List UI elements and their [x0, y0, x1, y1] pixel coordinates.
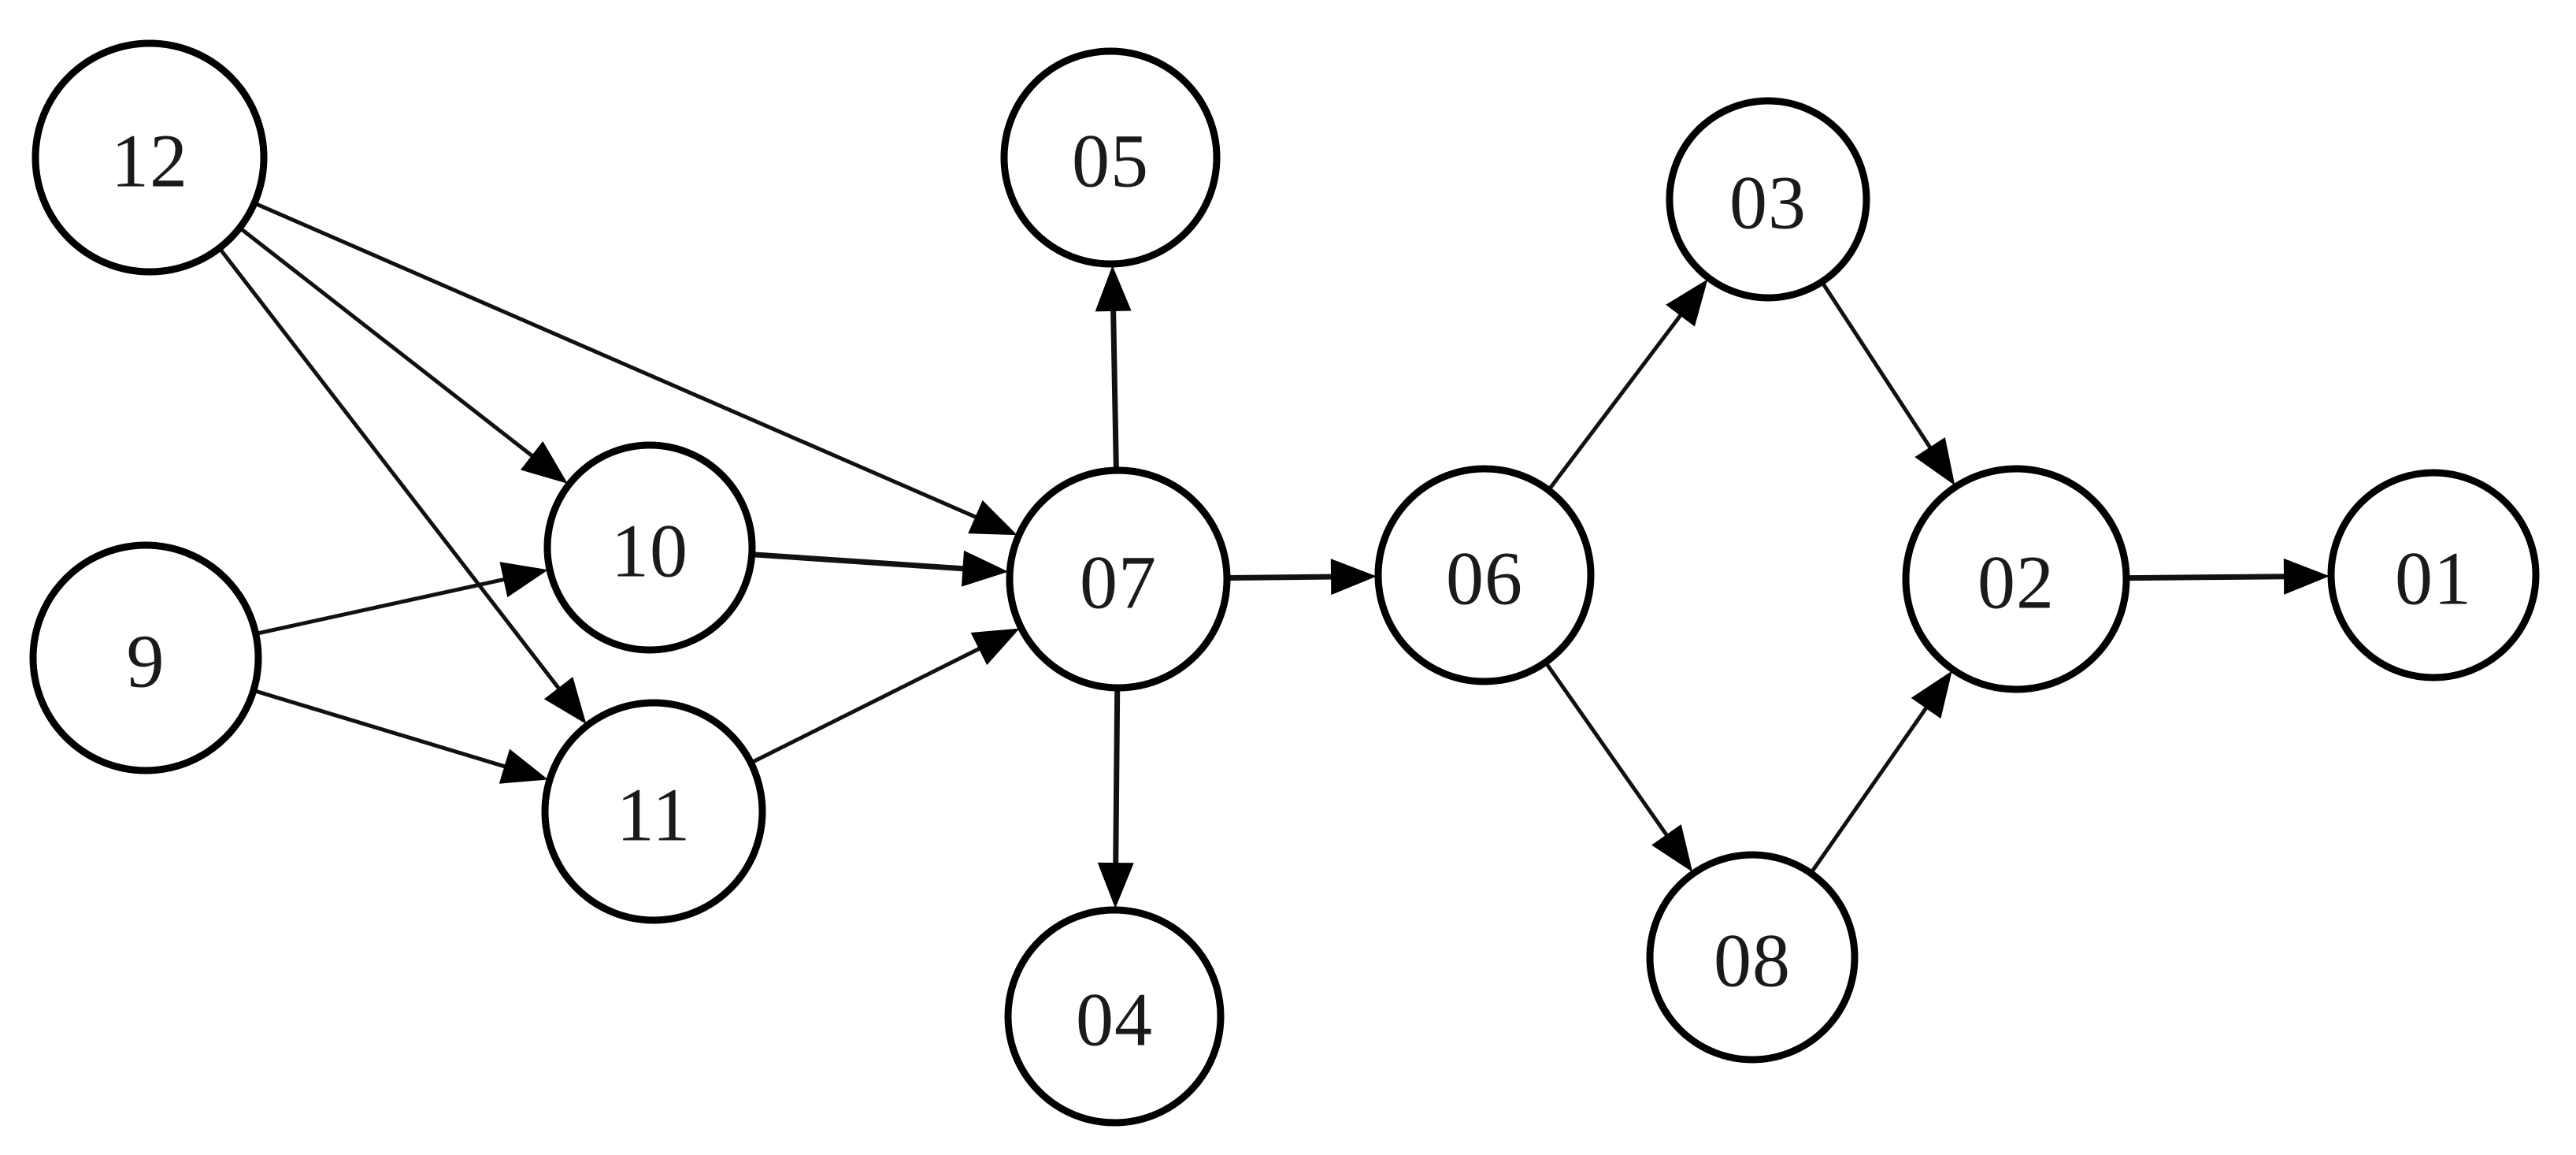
edge-line [256, 202, 980, 521]
node-10[interactable]: 10 [543, 441, 756, 654]
edge-07-to-04 [1097, 690, 1134, 909]
edge-line [1548, 310, 1685, 489]
arrow-head-icon [968, 500, 1017, 536]
node-05[interactable]: 05 [1000, 47, 1221, 268]
edge-line [2129, 574, 2289, 581]
arrow-head-icon [961, 550, 1009, 587]
arrow-head-icon [1095, 265, 1132, 312]
arrow-head-icon [970, 628, 1020, 666]
edge-02-to-01 [2129, 558, 2330, 595]
node-07[interactable]: 07 [1006, 466, 1231, 692]
edge-line [255, 689, 510, 770]
node-circle[interactable] [1004, 906, 1225, 1127]
arrow-head-icon [1330, 559, 1377, 596]
arrow-head-icon [499, 748, 548, 784]
node-12[interactable]: 12 [32, 39, 268, 276]
edge-10-to-07 [754, 550, 1009, 587]
edge-line [1811, 703, 1931, 872]
edge-09-to-11 [255, 689, 548, 784]
edge-06-to-03 [1548, 279, 1708, 489]
node-label: 08 [1714, 919, 1791, 1003]
node-label: 07 [1080, 540, 1157, 625]
edges-layer [220, 202, 2330, 909]
arrow-head-icon [2283, 558, 2330, 595]
node-circle[interactable] [543, 441, 756, 654]
arrow-head-icon [543, 677, 587, 725]
edge-12-to-10 [240, 228, 568, 484]
node-label: 01 [2395, 537, 2472, 621]
node-label: 12 [111, 119, 188, 203]
arrow-head-icon [1914, 436, 1955, 486]
node-01[interactable]: 01 [2327, 469, 2540, 681]
edge-line [240, 228, 537, 460]
edge-line [1545, 663, 1671, 840]
node-09[interactable]: 9 [29, 541, 262, 774]
node-label: 04 [1076, 978, 1153, 1062]
node-08[interactable]: 08 [1646, 851, 1859, 1064]
node-circle[interactable] [1000, 47, 1221, 268]
edge-12-to-07 [256, 202, 1017, 536]
node-circle[interactable] [1374, 465, 1595, 685]
arrow-head-icon [499, 562, 549, 598]
node-04[interactable]: 04 [1004, 906, 1225, 1127]
node-06[interactable]: 06 [1374, 465, 1595, 685]
node-label: 10 [611, 509, 688, 593]
edge-line [1113, 690, 1121, 868]
node-label: 11 [617, 773, 691, 857]
node-circle[interactable] [541, 699, 766, 924]
arrow-head-icon [1911, 670, 1952, 719]
edge-line [1229, 574, 1336, 581]
node-label: 03 [1729, 161, 1807, 245]
edge-line [258, 576, 509, 636]
arrow-head-icon [1097, 862, 1134, 909]
arrow-head-icon [1666, 279, 1708, 327]
node-circle[interactable] [1666, 97, 1870, 302]
node-label: 9 [127, 619, 165, 704]
node-03[interactable]: 03 [1666, 97, 1870, 302]
edge-08-to-02 [1811, 670, 1952, 872]
edge-07-to-06 [1229, 559, 1377, 596]
edge-line [1822, 283, 1934, 452]
node-circle[interactable] [29, 541, 262, 774]
edge-11-to-07 [752, 628, 1020, 763]
node-label: 02 [1977, 540, 2055, 625]
arrow-head-icon [1651, 824, 1693, 872]
edge-12-to-11 [220, 249, 587, 725]
node-circle[interactable] [32, 39, 268, 276]
edge-07-to-05 [1095, 265, 1132, 468]
edge-line [752, 644, 984, 763]
node-label: 05 [1072, 119, 1149, 203]
node-02[interactable]: 02 [1902, 465, 2130, 693]
node-circle[interactable] [1902, 465, 2130, 693]
edge-line [754, 552, 968, 572]
edge-line [220, 249, 563, 693]
node-label: 06 [1446, 537, 1523, 621]
edge-06-to-08 [1545, 663, 1693, 872]
node-circle[interactable] [1646, 851, 1859, 1064]
nodes-layer: 12 9 10 11 05 07 04 06 03 08 02 01 [29, 39, 2540, 1127]
arrow-head-icon [521, 441, 568, 484]
node-circle[interactable] [1006, 466, 1231, 692]
edge-line [1110, 306, 1119, 468]
node-circle[interactable] [2327, 469, 2540, 681]
edge-03-to-02 [1822, 283, 1955, 486]
node-11[interactable]: 11 [541, 699, 766, 924]
edge-09-to-10 [258, 562, 549, 636]
